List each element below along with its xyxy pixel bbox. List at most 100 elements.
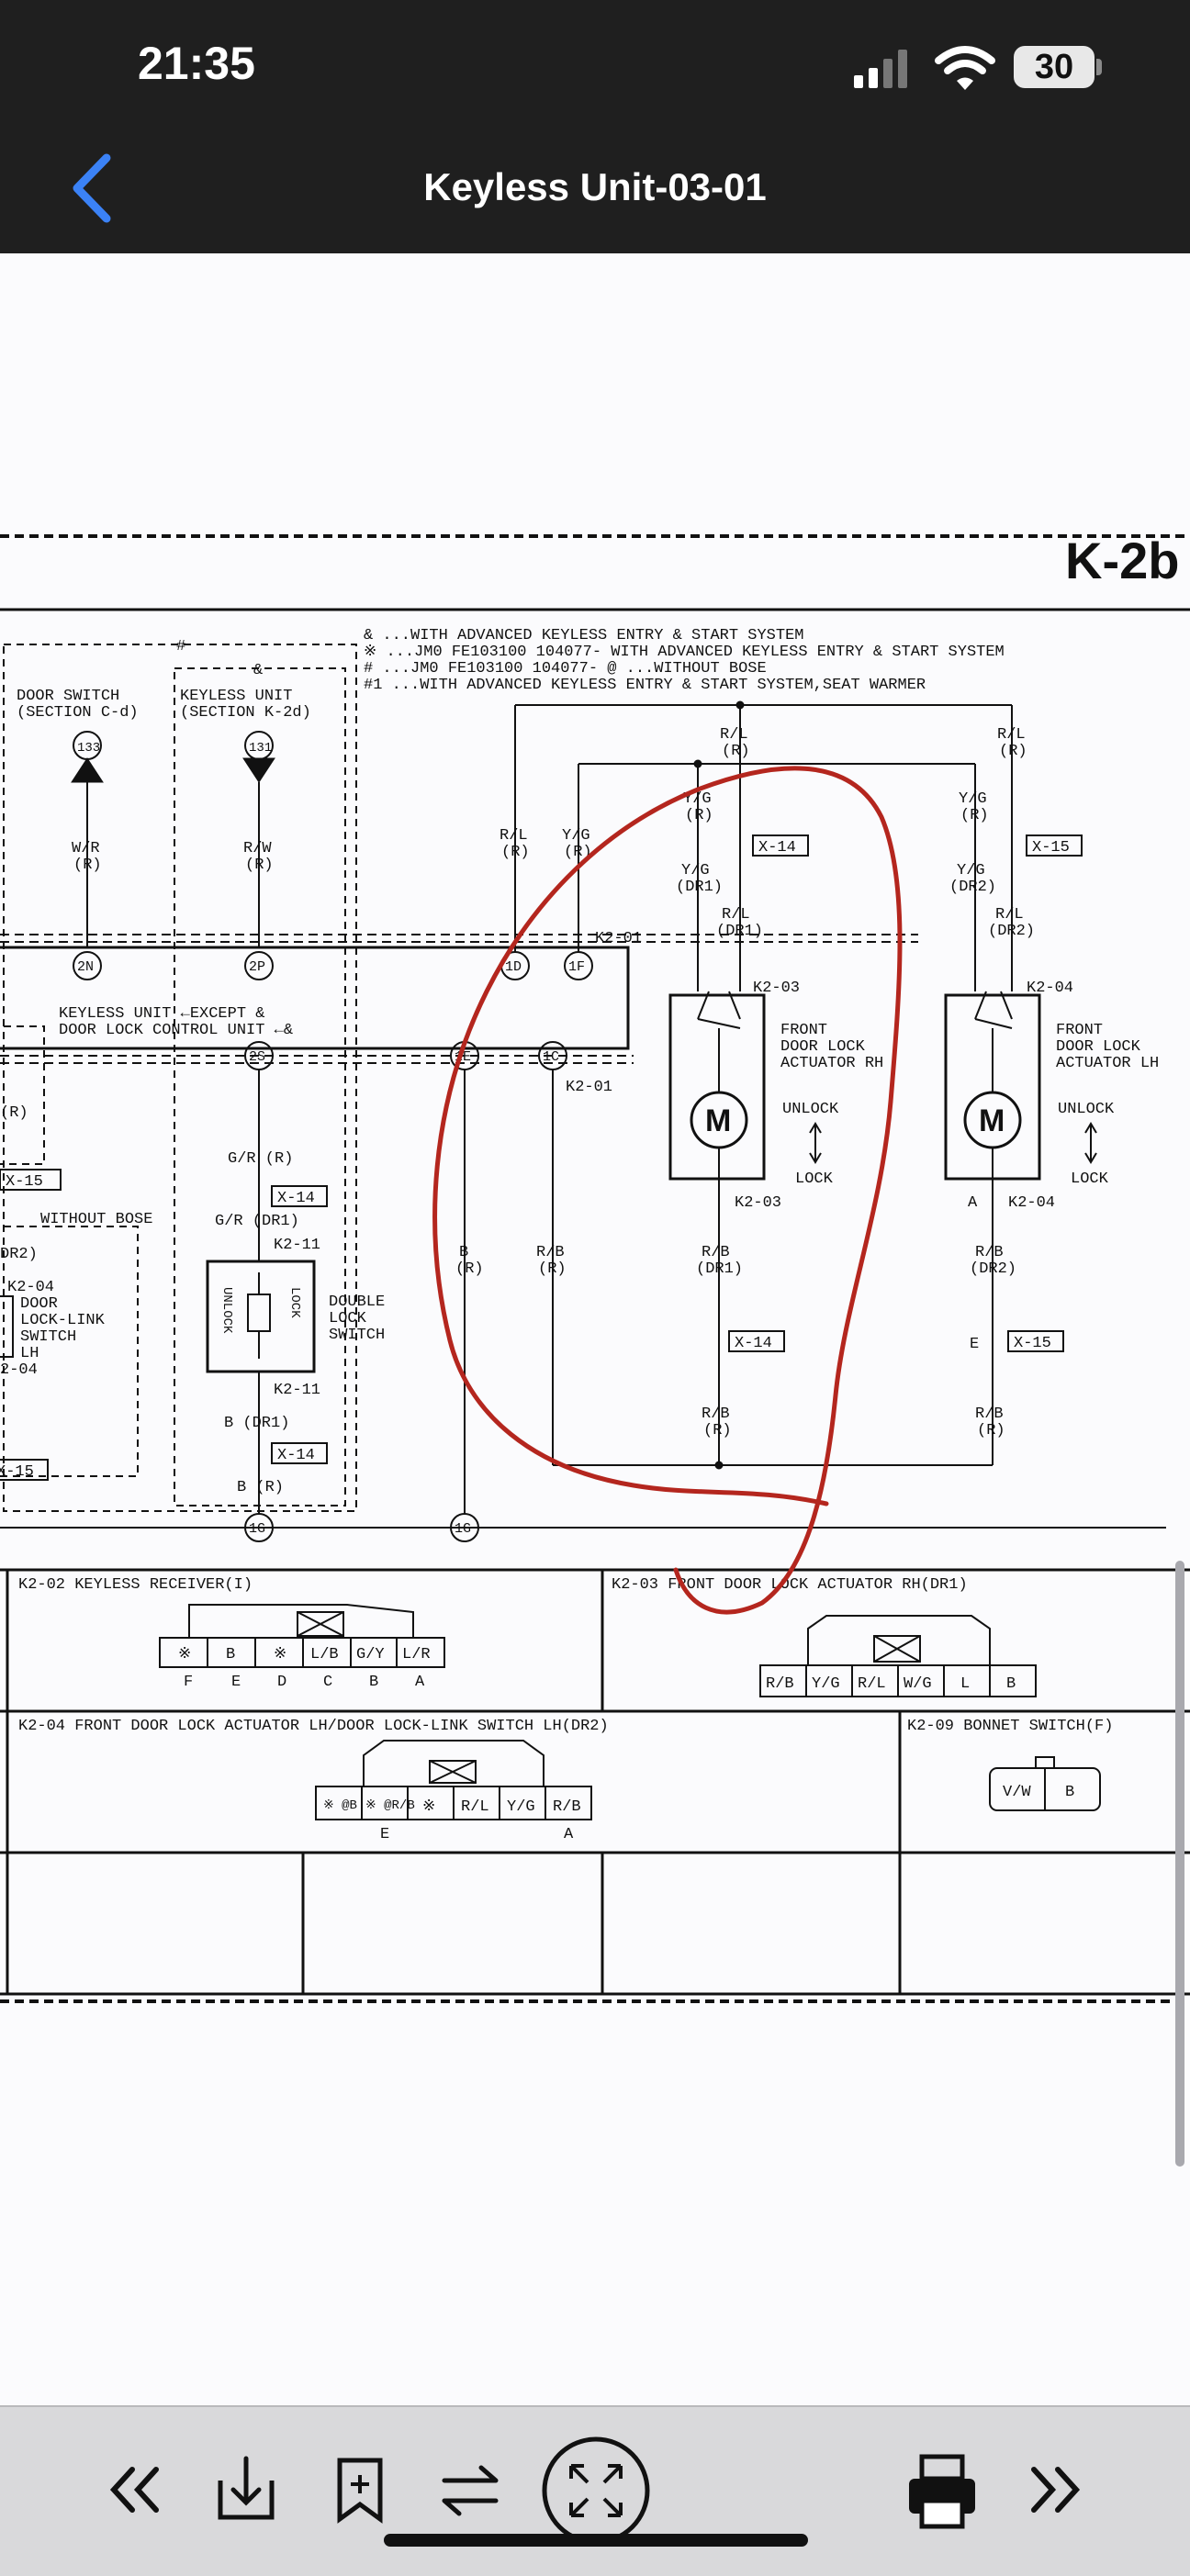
rw-sub: (R)	[245, 857, 274, 874]
pin-2S-label: 2S	[249, 1049, 265, 1065]
rb-dr2-label: R/B	[975, 1244, 1004, 1261]
pin-1C-label: 1C	[543, 1049, 559, 1065]
hash-label: #	[176, 638, 185, 655]
a-label: A	[968, 1194, 978, 1212]
b-r2-label: B (R)	[237, 1479, 284, 1496]
page-code: K-2b	[1065, 532, 1179, 589]
x15-label-3: X-15	[6, 1173, 43, 1191]
k204-pin-4: R/L	[461, 1798, 489, 1816]
control-unit-line-1: KEYLESS UNIT ←EXCEPT &	[59, 1005, 264, 1023]
yg-r2-sub: (R)	[960, 807, 989, 824]
home-indicator	[384, 2534, 808, 2547]
wiring-diagram[interactable]: K-2b & ...WITH ADVANCED KEYLESS ENTRY & …	[0, 514, 1190, 2038]
pin-1F-label: 1F	[568, 959, 585, 975]
front-lh-1: FRONT	[1056, 1022, 1103, 1039]
k203-bottom: K2-03	[735, 1194, 781, 1212]
door-link-4: LH	[20, 1345, 39, 1362]
pin-2N	[73, 951, 102, 980]
junction-3	[714, 1461, 724, 1470]
rl-top2-label: R/L	[997, 726, 1026, 744]
battery-level: 30	[1034, 48, 1074, 86]
k204-pin-3: ※	[422, 1798, 435, 1816]
x15-tag-4	[0, 1459, 49, 1481]
k202-pin-6: L/R	[402, 1646, 431, 1663]
x14-tag-2	[271, 1185, 328, 1207]
x14-tag-1	[752, 834, 809, 857]
node-131-label: 131	[249, 741, 272, 756]
rb-r2-sub: (R)	[703, 1422, 732, 1439]
k204-letter-1: E	[380, 1826, 389, 1843]
swap-icon[interactable]	[424, 2444, 516, 2536]
lock-link-switch-box	[0, 1295, 14, 1358]
switch-rh-lever	[697, 1018, 741, 1029]
left-k204b-label: 2-04	[0, 1361, 38, 1379]
x14-label-1: X-14	[758, 839, 796, 857]
switch-symbol	[247, 1272, 271, 1359]
back-button[interactable]	[66, 147, 121, 230]
pin-1D-label: 1D	[505, 959, 522, 975]
yg-dr1-label: Y/G	[681, 862, 710, 879]
door-link-1: DOOR	[20, 1295, 58, 1313]
k204-pin-1: ※ @B	[323, 1798, 357, 1813]
door-link-3: SWITCH	[20, 1328, 76, 1346]
unlock-rh: UNLOCK	[782, 1101, 839, 1118]
without-bose-label: WITHOUT BOSE	[40, 1211, 152, 1228]
k203-title: K2-03 FRONT DOOR LOCK ACTUATOR RH(DR1)	[612, 1576, 968, 1594]
front-lh-2: DOOR LOCK	[1056, 1038, 1141, 1056]
unlock-lh: UNLOCK	[1058, 1101, 1115, 1118]
rb-r2-label: R/B	[702, 1406, 730, 1423]
rb-r3-label: R/B	[975, 1406, 1004, 1423]
updown-arrow-rh-icon	[809, 1122, 822, 1164]
print-icon[interactable]	[896, 2444, 988, 2536]
double-chevron-right-icon[interactable]	[1006, 2444, 1098, 2536]
rb-dr1-sub: (DR1)	[696, 1260, 743, 1278]
scrollbar[interactable]	[1175, 1561, 1184, 2167]
download-icon[interactable]	[200, 2444, 292, 2536]
front-rh-3: ACTUATOR RH	[780, 1055, 883, 1072]
expand-icon[interactable]	[540, 2435, 652, 2547]
k203-pin-4: W/G	[904, 1675, 932, 1693]
motor-lh-label: M	[979, 1103, 1005, 1138]
double-lock-3: SWITCH	[329, 1327, 385, 1344]
yg-dr1-sub: (DR1)	[676, 879, 723, 896]
double-chevron-left-icon[interactable]	[92, 2444, 184, 2536]
chevron-left-icon	[73, 153, 111, 223]
x14-label-3: X-14	[735, 1335, 772, 1352]
switch-rh-b	[728, 991, 741, 1020]
k204-pin-2: ※ @R/B	[365, 1798, 415, 1813]
gr-dr1-label: G/R (DR1)	[215, 1213, 299, 1230]
k202-connector	[159, 1604, 445, 1668]
k202-letter-4: C	[323, 1674, 332, 1691]
k202-pin-2: B	[226, 1646, 235, 1663]
yg-r3-label: Y/G	[562, 827, 590, 845]
x14-label-4: X-14	[277, 1447, 315, 1464]
k209-pin-1: V/W	[1003, 1784, 1031, 1801]
pin-2P-label: 2P	[249, 959, 265, 975]
k202-letter-2: E	[231, 1674, 241, 1691]
down-arrow-icon	[242, 757, 275, 783]
status-bar: 21:35 30 Keyless Unit-03-01	[0, 0, 1190, 253]
rb-dr1-label: R/B	[702, 1244, 730, 1261]
clock: 21:35	[138, 38, 255, 89]
page-title: Keyless Unit-03-01	[423, 165, 767, 208]
b-dr1-label: B (DR1)	[224, 1415, 289, 1432]
k204-connector	[315, 1740, 592, 1820]
keyless-unit-line-2: (SECTION K-2d)	[180, 704, 311, 722]
dr2-fragment: DR2)	[0, 1246, 38, 1263]
legend-line-1: & ...WITH ADVANCED KEYLESS ENTRY & START…	[364, 627, 803, 644]
legend-line-2: ※ ...JM0 FE103100 104077- WITH ADVANCED …	[364, 644, 1005, 661]
k204-title: K2-04 FRONT DOOR LOCK ACTUATOR LH/DOOR L…	[18, 1718, 609, 1735]
diagram-svg: K-2b & ...WITH ADVANCED KEYLESS ENTRY & …	[0, 532, 1190, 2003]
rb-dr2-sub: (DR2)	[970, 1260, 1016, 1278]
k203-pin-1: R/B	[766, 1675, 794, 1693]
rl-dr2-sub: (DR2)	[988, 923, 1035, 940]
bookmark-add-icon[interactable]	[314, 2444, 406, 2536]
wr-label: W/R	[72, 840, 100, 857]
battery-tip	[1096, 59, 1102, 75]
k202-title: K2-02 KEYLESS RECEIVER(I)	[18, 1576, 253, 1594]
switch-lh-lever	[974, 1018, 1013, 1029]
k211-bottom: K2-11	[274, 1382, 320, 1399]
pin-1G-label-b: 1G	[455, 1521, 471, 1537]
k204-pin-5: Y/G	[507, 1798, 535, 1816]
rw-label: R/W	[243, 840, 272, 857]
